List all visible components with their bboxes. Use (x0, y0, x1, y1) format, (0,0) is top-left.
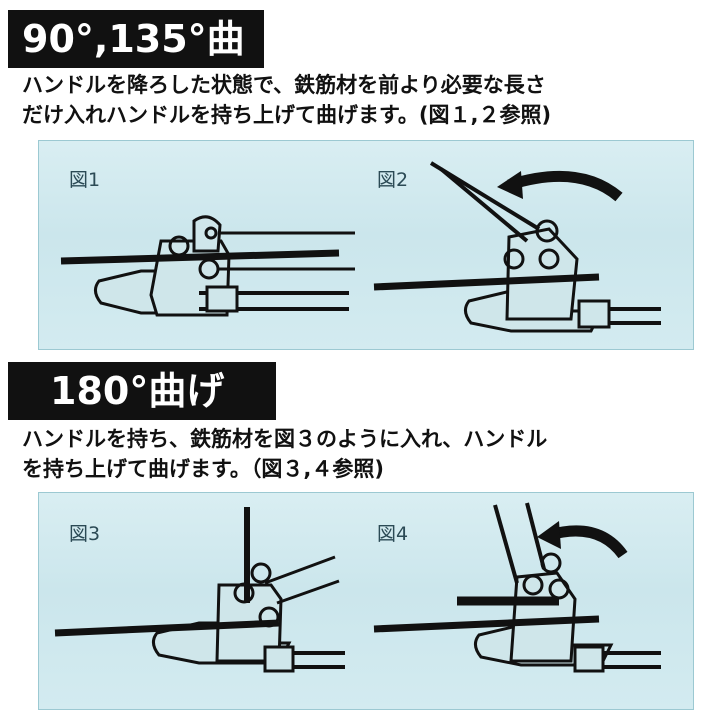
section-title-90-135: 90°,135°曲げ (8, 10, 264, 119)
figure-panel-1-2: 図1 図2 (38, 140, 694, 350)
figure-panel-3-4: 図3 図4 (38, 492, 694, 710)
section-title-180: 180°曲げ (8, 362, 276, 420)
bender-diagrams-1-2 (60, 161, 661, 333)
banner-text: 180°曲げ (50, 369, 225, 413)
description-line: ハンドルを降ろした状態で、鉄筋材を前より必要な長さ (22, 73, 546, 97)
bender-figure-1 (60, 215, 355, 317)
bender-figure-2 (373, 161, 661, 333)
section-description-180: ハンドルを持ち、鉄筋材を図３のように入れ、ハンドル を持ち上げて曲げます。（図３… (22, 424, 712, 484)
section-description-90-135: ハンドルを降ろした状態で、鉄筋材を前より必要な長さ だけ入れハンドルを持ち上げて… (22, 70, 712, 130)
figure-label-1: 図1 (69, 169, 101, 191)
bender-diagrams-3-4 (54, 502, 661, 673)
description-line: ハンドルを持ち、鉄筋材を図３のように入れ、ハンドル (22, 427, 548, 451)
description-line: を持ち上げて曲げます。（図３,４参照) (22, 457, 384, 481)
description-line: だけ入れハンドルを持ち上げて曲げます。(図１,２参照) (22, 103, 552, 127)
curved-arrow-icon (497, 170, 623, 202)
bender-figure-3 (54, 507, 345, 673)
figure-label-2: 図2 (377, 169, 409, 191)
bender-figure-4 (373, 502, 661, 673)
figure-label-4: 図4 (377, 523, 409, 545)
figure-label-3: 図3 (69, 523, 101, 545)
curved-arrow-icon (537, 521, 628, 559)
